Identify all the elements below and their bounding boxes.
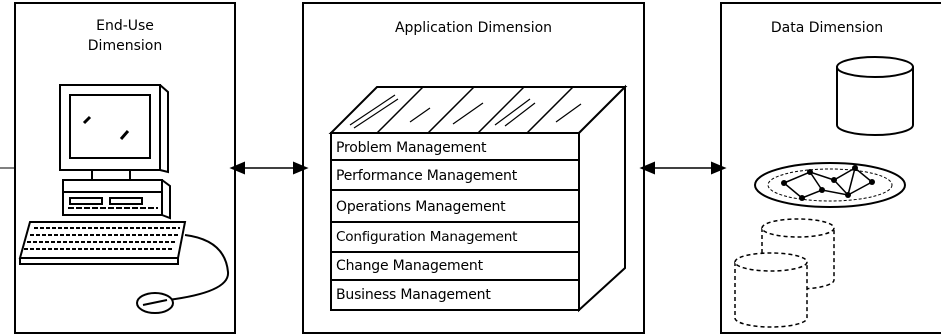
application-matrix-box [328, 84, 628, 313]
double-arrow-connector-left [0, 161, 309, 175]
dashed-cylinder-icon [734, 218, 835, 328]
desktop-computer-icon [18, 84, 230, 314]
data-title: Data Dimension [770, 20, 884, 36]
management-row-business: Business Management [336, 287, 491, 303]
application-title: Application Dimension [394, 20, 553, 36]
management-row-operations: Operations Management [336, 199, 506, 215]
management-row-configuration: Configuration Management [336, 229, 518, 245]
management-row-change: Change Management [336, 258, 483, 274]
end-use-title-line1: End-Use [96, 18, 154, 34]
management-row-performance: Performance Management [336, 168, 517, 184]
network-topology-icon [754, 162, 906, 208]
double-arrow-connector-right [639, 161, 727, 175]
database-cylinder-icon [836, 56, 914, 136]
management-row-problem: Problem Management [336, 140, 487, 156]
end-use-title-line2: Dimension [87, 38, 163, 54]
